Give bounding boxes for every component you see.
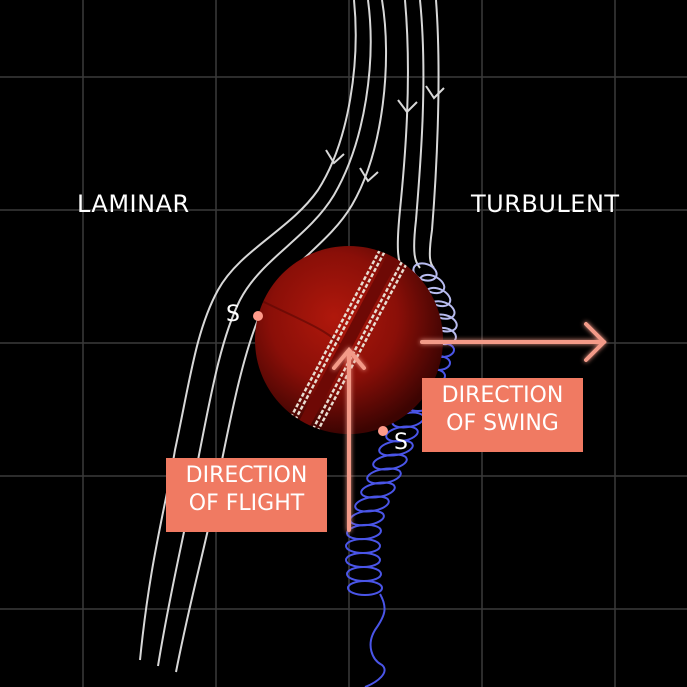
laminar-label: LAMINAR — [77, 190, 190, 218]
laminar-flow-arrow-icons — [325, 149, 379, 183]
direction-of-swing-callout: DIRECTION OF SWING — [422, 378, 583, 452]
separation-point-right-label: S — [394, 430, 408, 455]
turbulent-streamlines — [396, 0, 440, 271]
cricket-ball — [255, 246, 443, 434]
ball-seam — [287, 246, 411, 434]
swing-callout-line1: DIRECTION — [441, 383, 564, 408]
swing-arrow — [420, 322, 607, 362]
swing-callout-line2: OF SWING — [446, 411, 559, 436]
turbulent-flow-arrow-icons — [397, 85, 445, 114]
direction-of-flight-callout: DIRECTION OF FLIGHT — [166, 458, 327, 532]
flight-callout-line2: OF FLIGHT — [188, 491, 305, 516]
separation-point-right-dot — [378, 426, 388, 436]
turbulent-label: TURBULENT — [471, 190, 620, 218]
flight-arrow — [332, 346, 366, 532]
separation-point-left-dot — [253, 311, 263, 321]
separation-point-left-label: S — [226, 302, 240, 327]
flight-callout-line1: DIRECTION — [185, 463, 308, 488]
